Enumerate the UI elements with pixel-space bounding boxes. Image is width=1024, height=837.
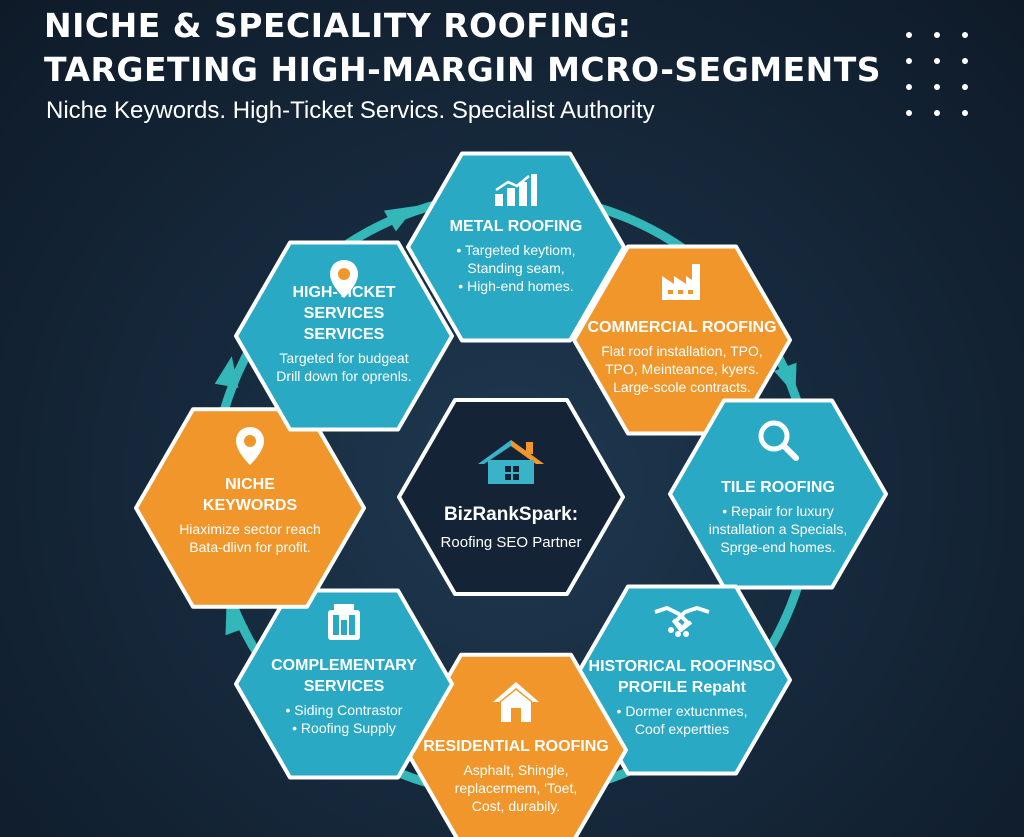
hexagon-title: METAL ROOFING bbox=[450, 216, 583, 237]
hexagon-description: • Siding Contrastor • Roofing Supply bbox=[271, 701, 417, 737]
hexagon-description: • Dormer extucnmes, Coof expertties bbox=[589, 702, 776, 738]
handshake-icon bbox=[653, 600, 711, 645]
decorative-dot-grid bbox=[904, 30, 974, 120]
building-icon bbox=[324, 602, 364, 647]
hexagon-description: • Repair for luxury installation a Specia… bbox=[709, 502, 848, 556]
hexagon-description-line: Coof expertties bbox=[634, 721, 730, 737]
hexagon-title-line: COMMERCIAL ROOFING bbox=[587, 319, 777, 336]
hexagon-title-line: METAL ROOFING bbox=[449, 218, 583, 235]
hexagon-title-line: COMPLEMENTARY bbox=[271, 657, 417, 674]
hexagon-description-line: • High-end homes. bbox=[458, 278, 574, 294]
hexagon-description-line: Large-scole contracts. bbox=[613, 379, 751, 395]
hexagon-title: RESIDENTIAL ROOFING bbox=[423, 736, 609, 757]
hexagon-title: TILE ROOFING bbox=[709, 477, 848, 498]
hexagon-center bbox=[397, 398, 625, 596]
location-pin-icon bbox=[327, 258, 361, 305]
hexagon-label-metal: METAL ROOFING • Targeted keytiom, Standing… bbox=[450, 216, 583, 295]
factory-icon bbox=[660, 262, 704, 307]
house-icon bbox=[474, 436, 548, 491]
hexagon-description-line: Hiaximize sector reach bbox=[179, 521, 321, 537]
hexagon-description: • Targeted keytiom, Standing seam, • High-… bbox=[450, 241, 583, 295]
hexagon-description: Asphalt, Shingle, replacermem, 'Toet, Cost… bbox=[423, 761, 609, 815]
hexagon-title: HISTORICAL ROOFINSO PROFILE Repaht bbox=[589, 656, 776, 698]
hexagon-title-line: SERVICES bbox=[303, 326, 385, 343]
hexagon-description: Flat roof installation, TPO, TPO, Meintea… bbox=[587, 342, 776, 396]
hexagon-title-line: HISTORICAL ROOFINSO bbox=[588, 658, 776, 675]
hexagon-title: NICHE KEYWORDS bbox=[179, 474, 321, 516]
cycle-arrowhead-4 bbox=[225, 602, 249, 636]
cycle-arrowhead-1 bbox=[383, 206, 416, 232]
hexagon-description-line: Bata-dlivn for profit. bbox=[189, 539, 311, 555]
hexagon-description-line: • Siding Contrastor bbox=[285, 702, 403, 718]
hexagon-description-line: Flat roof installation, TPO, bbox=[601, 343, 763, 359]
hexagon-description-line: Sprge-end homes. bbox=[720, 539, 836, 555]
hexagon-label-highticket: HIGH-TICKET SERVICES SERVICES Targeted for … bbox=[276, 282, 411, 385]
cycle-arrowhead-2 bbox=[773, 362, 797, 396]
hexagon-label-commercial: COMMERCIAL ROOFING Flat roof installation… bbox=[587, 317, 776, 396]
hexagon-label-complementary: COMPLEMENTARY SERVICES • Siding Contrastor… bbox=[271, 655, 417, 737]
hexagon-description-line: Cost, durabily. bbox=[471, 798, 561, 814]
center-title: BizRankSpark: bbox=[443, 504, 579, 525]
hexagon-description-line: • Repair for luxury bbox=[722, 503, 834, 519]
cycle-arrowhead-3 bbox=[214, 356, 239, 388]
home-icon bbox=[491, 680, 541, 729]
hexagon-title-line: RESIDENTIAL ROOFING bbox=[423, 738, 609, 755]
hexagon-description-line: Drill down for oprenls. bbox=[276, 368, 412, 384]
hexagon-layer bbox=[134, 151, 888, 837]
hexagon-description-line: • Targeted keytiom, bbox=[456, 242, 576, 258]
hexagon-title: COMMERCIAL ROOFING bbox=[587, 317, 776, 338]
hexagon-title-line: HIGH-TICKET bbox=[292, 284, 396, 301]
location-pin-icon bbox=[233, 425, 267, 472]
center-subtitle: Roofing SEO Partner bbox=[440, 534, 582, 551]
hexagon-description-line: • Roofing Supply bbox=[292, 720, 396, 736]
center-hub: BizRankSpark: Roofing SEO Partner bbox=[441, 504, 582, 551]
hexagon-complementary bbox=[234, 588, 454, 780]
hexagon-description-line: installation a Specials, bbox=[708, 521, 848, 537]
hexagon-title-line: SERVICES bbox=[303, 305, 385, 322]
hexagon-label-residential: RESIDENTIAL ROOFING Asphalt, Shingle, repl… bbox=[423, 736, 609, 815]
hexagon-tile bbox=[668, 398, 888, 590]
hexagon-description-line: Asphalt, Shingle, bbox=[463, 762, 569, 778]
subtitle: Niche Keywords. High-Ticket Servics. Spe… bbox=[46, 97, 655, 124]
chart-icon bbox=[493, 172, 539, 213]
title-line-2: TARGETING HIGH-MARGIN MCRO-SEGMENTS bbox=[44, 50, 882, 89]
hexagon-label-tile: TILE ROOFING • Repair for luxury installat… bbox=[709, 477, 848, 556]
hexagon-highticket bbox=[234, 240, 454, 432]
hexagon-metal bbox=[406, 151, 626, 343]
hexagon-description-line: Standing seam, bbox=[467, 260, 565, 276]
hexagon-title: HIGH-TICKET SERVICES SERVICES bbox=[276, 282, 411, 345]
hexagon-description-line: Targeted for budgeat bbox=[279, 350, 409, 366]
hexagon-title-line: PROFILE Repaht bbox=[617, 679, 747, 696]
magnifier-icon bbox=[756, 418, 800, 467]
hexagon-title-line: NICHE bbox=[225, 476, 275, 493]
hexagon-description-line: TPO, Meinteance, kyers. bbox=[604, 361, 760, 377]
hexagon-title-line: SERVICES bbox=[303, 678, 385, 695]
hexagon-description-line: • Dormer extucnmes, bbox=[616, 703, 748, 719]
hexagon-label-historical: HISTORICAL ROOFINSO PROFILE Repaht • Dorme… bbox=[589, 656, 776, 738]
hexagon-title: COMPLEMENTARY SERVICES bbox=[271, 655, 417, 697]
hexagon-description-line: replacermem, 'Toet, bbox=[454, 780, 578, 796]
hexagon-title-line: TILE ROOFING bbox=[721, 479, 835, 496]
title-line-1: NICHE & SPECIALITY ROOFING: bbox=[44, 6, 632, 45]
hexagon-title-line: KEYWORDS bbox=[202, 497, 298, 514]
